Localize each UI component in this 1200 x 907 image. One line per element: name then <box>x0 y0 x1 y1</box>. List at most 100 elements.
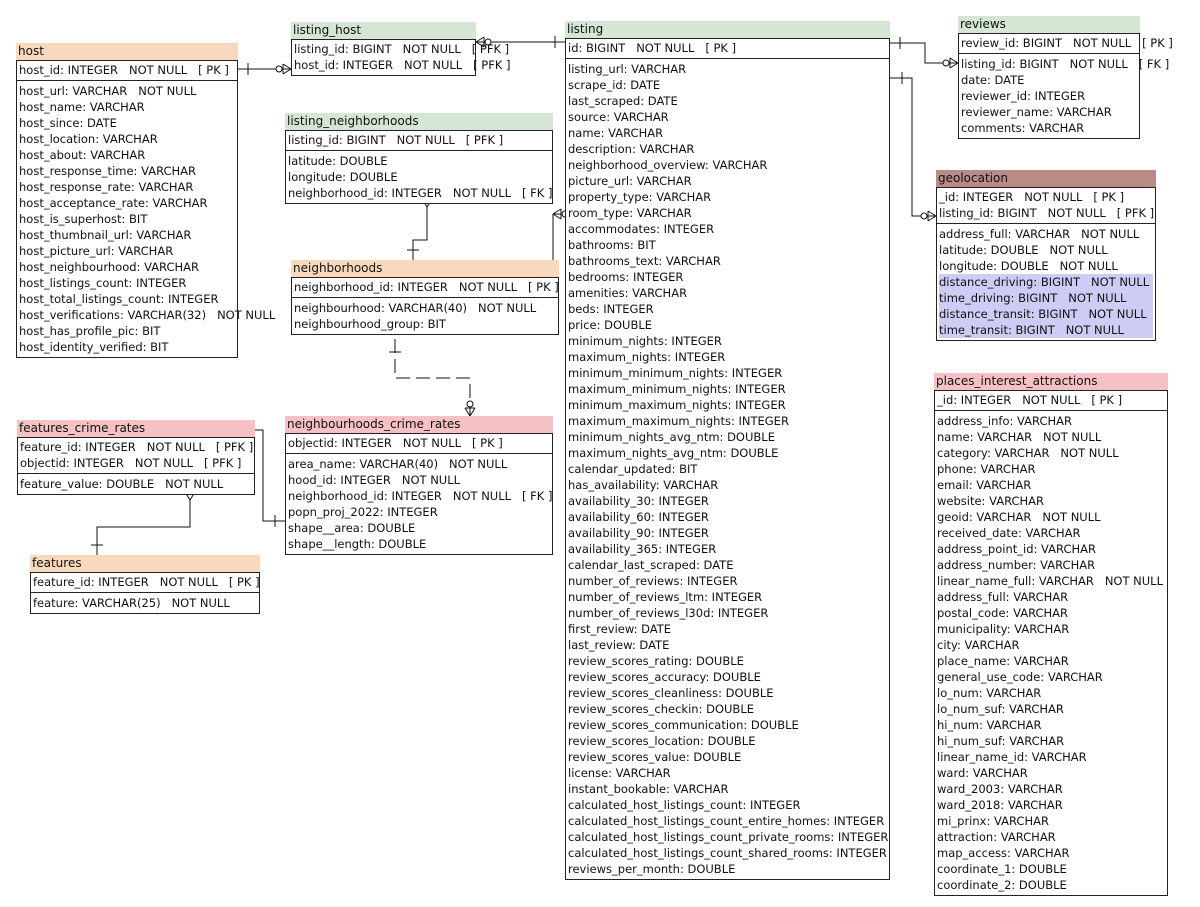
entity-title: neighborhoods <box>291 260 559 277</box>
attribute-section: feature: VARCHAR(25) NOT NULL <box>31 593 259 613</box>
attribute-row: place_name: VARCHAR <box>937 654 1069 668</box>
attribute-row: price: DOUBLE <box>568 318 653 332</box>
entity-body: listing_id: BIGINT NOT NULL [ PFK ]latit… <box>285 130 553 204</box>
attribute-row: address_info: VARCHAR <box>937 414 1072 428</box>
zero-marker <box>275 65 283 73</box>
attribute-row: host_verifications: VARCHAR(32) NOT NULL <box>19 308 276 322</box>
attribute-row: description: VARCHAR <box>568 142 695 156</box>
entity-body: feature_id: INTEGER NOT NULL [ PFK ]obje… <box>17 437 255 495</box>
primary-key-section: review_id: BIGINT NOT NULL [ PK ] <box>959 34 1173 54</box>
attribute-row: number_of_reviews_ltm: INTEGER <box>568 590 763 604</box>
attribute-row: coordinate_1: DOUBLE <box>937 862 1067 876</box>
attribute-row: ward_2018: VARCHAR <box>937 798 1063 812</box>
entity-title: listing <box>565 21 890 38</box>
zero-marker <box>920 212 928 220</box>
attribute-row: reviews_per_month: DOUBLE <box>568 862 736 876</box>
entity-geolocation[interactable]: geolocation_id: INTEGER NOT NULL [ PK ]l… <box>936 170 1156 341</box>
attribute-row: name: VARCHAR NOT NULL <box>937 430 1102 444</box>
primary-key-section: _id: INTEGER NOT NULL [ PK ] <box>935 391 1167 411</box>
zero-marker <box>466 400 474 408</box>
attribute-row: host_response_time: VARCHAR <box>19 164 197 178</box>
attribute-row: attraction: VARCHAR <box>937 830 1056 844</box>
relationship-line <box>255 429 285 522</box>
attribute-row: bedrooms: INTEGER <box>568 270 684 284</box>
attribute-row: availability_30: INTEGER <box>568 494 709 508</box>
attribute-row: distance_driving: BIGINT NOT NULL <box>939 274 1153 290</box>
attribute-row: map_access: VARCHAR <box>937 846 1070 860</box>
entity-body: host_id: INTEGER NOT NULL [ PK ]host_url… <box>16 60 276 358</box>
attribute-row: city: VARCHAR <box>937 638 1020 652</box>
attribute-row: maximum_maximum_nights: INTEGER <box>568 414 789 428</box>
attribute-row: picture_url: VARCHAR <box>568 174 692 188</box>
attribute-row: objectid: INTEGER NOT NULL [ PK ] <box>288 436 503 450</box>
attribute-row: category: VARCHAR NOT NULL <box>937 446 1119 460</box>
entity-places-interest-attractions[interactable]: places_interest_attractions_id: INTEGER … <box>934 373 1168 896</box>
attribute-row: date: DATE <box>961 73 1025 87</box>
attribute-row: source: VARCHAR <box>568 110 669 124</box>
primary-key-section: listing_id: BIGINT NOT NULL [ PFK ]host_… <box>292 40 511 75</box>
attribute-row: host_acceptance_rate: VARCHAR <box>19 196 208 210</box>
attribute-row: host_since: DATE <box>19 116 117 130</box>
attribute-row: postal_code: VARCHAR <box>937 606 1069 620</box>
attribute-row: time_transit: BIGINT NOT NULL <box>939 322 1153 338</box>
attribute-row: calculated_host_listings_count: INTEGER <box>568 798 801 812</box>
attribute-row: availability_365: INTEGER <box>568 542 717 556</box>
attribute-row: host_total_listings_count: INTEGER <box>19 292 219 306</box>
attribute-row: address_number: VARCHAR <box>937 558 1096 572</box>
attribute-row: lo_num: VARCHAR <box>937 686 1042 700</box>
attribute-row: review_scores_accuracy: DOUBLE <box>568 670 761 684</box>
attribute-row: hi_num: VARCHAR <box>937 718 1042 732</box>
attribute-row: maximum_nights: INTEGER <box>568 350 726 364</box>
attribute-row: linear_name_id: VARCHAR <box>937 750 1087 764</box>
relationship-line <box>890 42 958 64</box>
attribute-row: lo_num_suf: VARCHAR <box>937 702 1064 716</box>
attribute-row: _id: INTEGER NOT NULL [ PK ] <box>939 190 1125 204</box>
attribute-row: area_name: VARCHAR(40) NOT NULL <box>288 457 508 471</box>
attribute-row: host_about: VARCHAR <box>19 148 146 162</box>
attribute-row: calculated_host_listings_count_entire_ho… <box>568 814 885 828</box>
attribute-row: calendar_last_scraped: DATE <box>568 558 734 572</box>
attribute-row: accommodates: INTEGER <box>568 222 715 236</box>
relationship-line <box>949 62 959 69</box>
relationship-line <box>949 57 959 64</box>
attribute-row: neighbourhood: VARCHAR(40) NOT NULL <box>294 301 537 315</box>
attribute-row: address_point_id: VARCHAR <box>937 542 1096 556</box>
entity-neighborhoods[interactable]: neighborhoods neighborhood_id: INTEGER NO… <box>291 260 559 335</box>
attribute-row: host_neighbourhood: VARCHAR <box>19 260 200 274</box>
attribute-row: website: VARCHAR <box>937 494 1045 508</box>
attribute-row: amenities: VARCHAR <box>568 286 688 300</box>
attribute-row: latitude: DOUBLE NOT NULL <box>939 243 1108 257</box>
attribute-row: availability_90: INTEGER <box>568 526 709 540</box>
attribute-row: scrape_id: DATE <box>568 78 661 92</box>
attribute-row: review_scores_rating: DOUBLE <box>568 654 744 668</box>
primary-key-section: objectid: INTEGER NOT NULL [ PK ] <box>286 434 552 454</box>
attribute-row: ward: VARCHAR <box>937 766 1028 780</box>
attribute-row: number_of_reviews_l30d: INTEGER <box>568 606 769 620</box>
relationship-line <box>282 68 292 75</box>
attribute-row: address_full: VARCHAR <box>937 590 1069 604</box>
attribute-row: neighborhood_overview: VARCHAR <box>568 158 768 172</box>
entity-title: features <box>30 555 260 572</box>
entity-title: features_crime_rates <box>17 420 255 437</box>
attribute-row: latitude: DOUBLE <box>288 154 388 168</box>
attribute-row: email: VARCHAR <box>937 478 1032 492</box>
attribute-row: availability_60: INTEGER <box>568 510 709 524</box>
relationship-line <box>927 210 937 217</box>
attribute-section: feature_value: DOUBLE NOT NULL <box>18 474 254 494</box>
relationship-line <box>96 500 191 555</box>
attribute-row: reviewer_name: VARCHAR <box>961 105 1112 119</box>
attribute-row: feature_value: DOUBLE NOT NULL <box>20 477 224 491</box>
relationship-line <box>412 207 428 260</box>
attribute-row: neighborhood_id: INTEGER NOT NULL [ PK ] <box>294 280 559 294</box>
attribute-row: longitude: DOUBLE <box>288 170 398 184</box>
